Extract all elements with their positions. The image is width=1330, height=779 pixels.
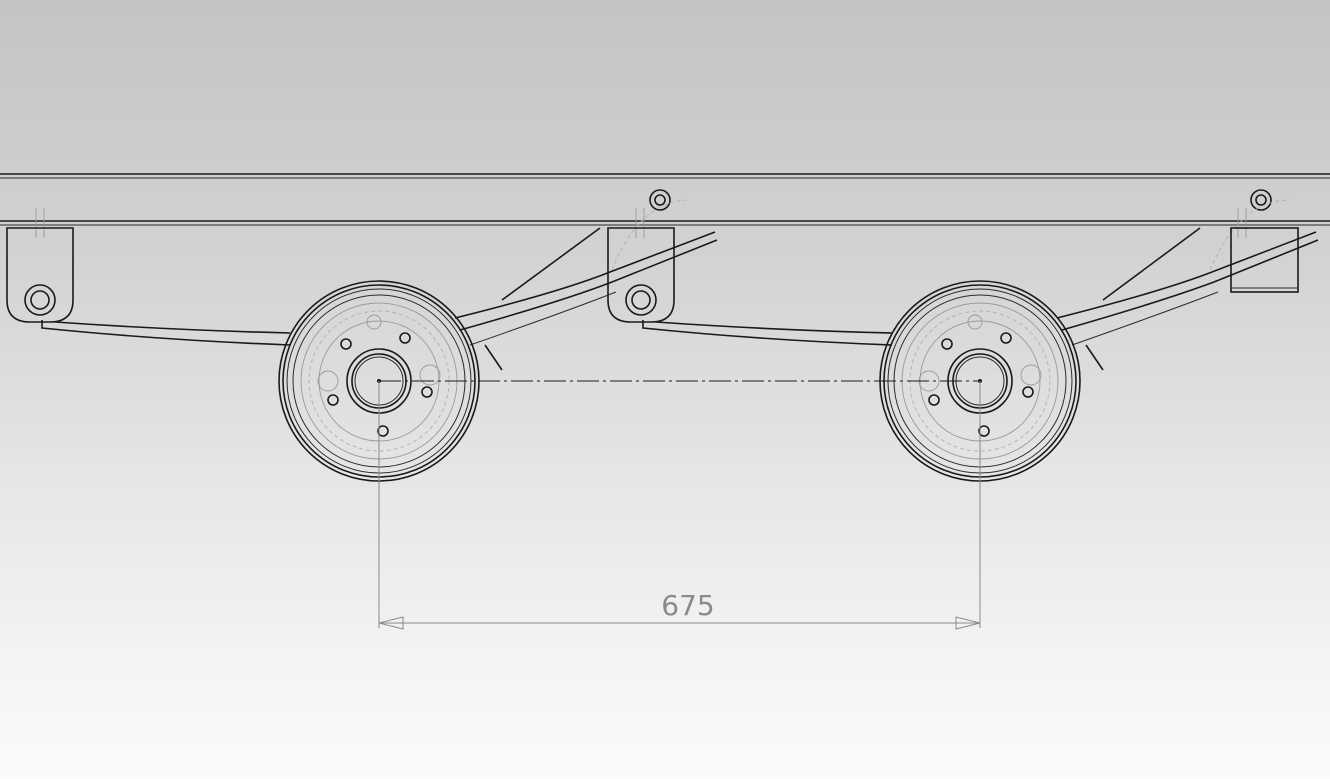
spring-hanger-front-2 bbox=[607, 227, 675, 323]
axle-spacing-dimension[interactable]: 675 bbox=[378, 381, 981, 630]
leaf-spring-2 bbox=[642, 227, 1319, 371]
frame-bolt bbox=[649, 189, 671, 211]
arrowhead-right-icon bbox=[955, 616, 981, 630]
rear-shackle-bracket bbox=[1230, 227, 1299, 293]
arrowhead-left-icon bbox=[378, 616, 404, 630]
dimension-value: 675 bbox=[661, 589, 714, 622]
frame-bolt bbox=[1250, 189, 1272, 211]
leaf-spring-1 bbox=[41, 227, 718, 371]
hidden-lines bbox=[35, 199, 1291, 271]
spring-hanger-front-1 bbox=[6, 227, 74, 323]
chassis-frame-rail bbox=[0, 173, 1330, 226]
